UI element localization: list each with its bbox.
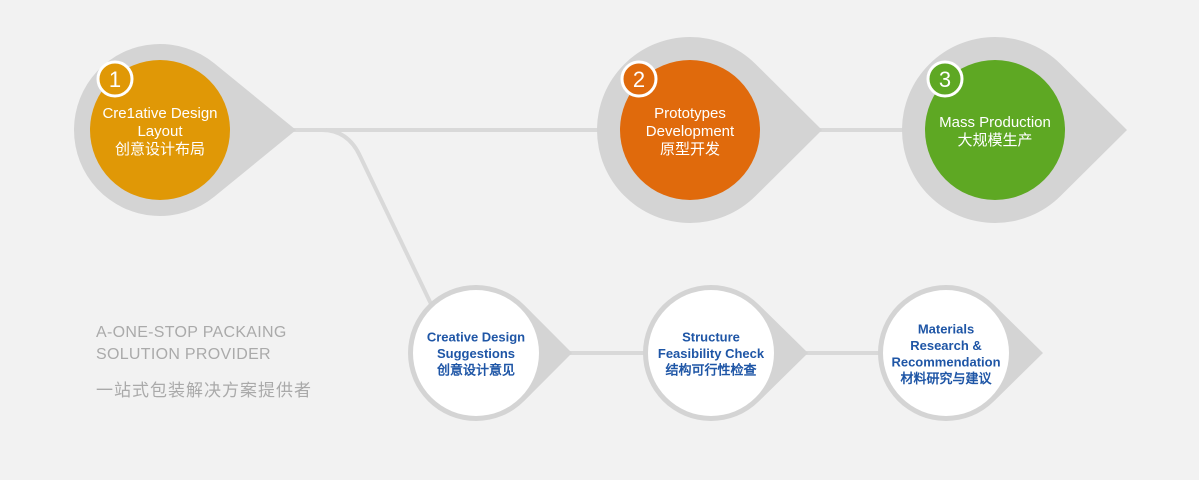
main-step-label-line: 大规模生产	[957, 132, 1032, 149]
step-number-badge	[620, 60, 658, 98]
sub-step-circle	[413, 290, 539, 416]
sub-step-circle	[883, 290, 1009, 416]
sub-step-label-line: Recommendation	[891, 354, 1000, 369]
sub-step-label-line: Research &	[910, 338, 982, 353]
main-step-circle	[90, 60, 230, 200]
sub-step-label-line: Creative Design	[427, 330, 525, 345]
sub-step-label-line: 结构可行性检查	[665, 363, 757, 378]
main-step-label-line: Mass Production	[939, 114, 1051, 131]
main-step-label-line: 原型开发	[660, 141, 720, 158]
main-step-label-line: Cre1ative Design	[102, 105, 217, 122]
sub-step-label-line: Materials	[918, 321, 974, 336]
main-step-label-line: Development	[646, 123, 735, 140]
main-step-label-line: 创意设计布局	[115, 140, 205, 158]
step-number-badge	[96, 60, 134, 98]
step-number: 3	[939, 67, 951, 92]
sub-step-circle	[648, 290, 774, 416]
tagline-english: A-ONE-STOP PACKAING SOLUTION PROVIDER	[96, 324, 287, 363]
main-step-label-line: Layout	[137, 123, 183, 140]
step-number: 1	[109, 67, 121, 92]
sub-step-label-line: 创意设计意见	[436, 363, 515, 378]
sub-step-label-line: 材料研究与建议	[900, 371, 992, 386]
sub-step-label-line: Feasibility Check	[658, 346, 765, 361]
tagline-chinese: 一站式包装解决方案提供者	[96, 381, 312, 400]
main-step-label-line: Prototypes	[654, 105, 726, 122]
tagline: A-ONE-STOP PACKAING SOLUTION PROVIDER 一站…	[96, 322, 336, 402]
main-step-circle	[620, 60, 760, 200]
sub-step-label-line: Suggestions	[437, 346, 515, 361]
sub-step-label-line: Structure	[682, 330, 740, 345]
step-number: 2	[633, 67, 645, 92]
step-number-badge	[926, 60, 964, 98]
main-step-circle	[925, 60, 1065, 200]
connector-branch-down	[288, 128, 434, 308]
